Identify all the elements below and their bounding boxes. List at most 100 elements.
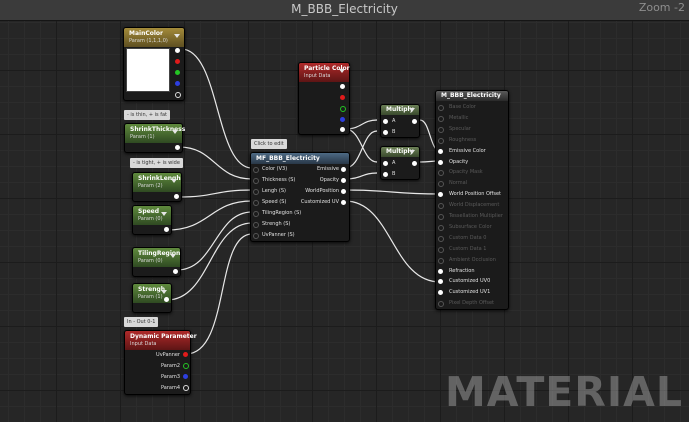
- output-pin-rgb[interactable]: [175, 48, 180, 53]
- node-multiply-2[interactable]: Multiply A B: [380, 146, 420, 180]
- node-title: Multiply: [386, 106, 414, 113]
- input-pin-1[interactable]: [438, 115, 444, 122]
- output-pin-g[interactable]: [175, 70, 180, 75]
- chevron-down-icon[interactable]: [409, 108, 415, 112]
- node-header: M_BBB_Electricity: [436, 91, 508, 101]
- input-pin-0[interactable]: [438, 105, 444, 111]
- wire-worldpos-wpo: [344, 189, 441, 195]
- chevron-down-icon[interactable]: [170, 254, 176, 258]
- node-subtitle: Param (1): [138, 294, 163, 300]
- input-pin-9[interactable]: [438, 203, 444, 210]
- node-header: Multiply: [381, 105, 419, 115]
- output-pin-b[interactable]: [340, 117, 345, 122]
- comment-mf[interactable]: Click to edit: [251, 139, 287, 149]
- output-pin-rgb[interactable]: [340, 84, 345, 89]
- output-pin-emissive[interactable]: [341, 167, 346, 172]
- input-pin-17[interactable]: [438, 290, 443, 296]
- wire-lengh-lengh: [178, 189, 253, 198]
- node-particle-color[interactable]: Particle Color Input Data: [298, 62, 350, 135]
- input-label-7: Normal: [449, 180, 468, 187]
- input-pin-15[interactable]: [438, 268, 443, 274]
- input-pin-uvpanner[interactable]: [253, 233, 259, 239]
- input-pin-3[interactable]: [438, 137, 444, 144]
- output-pin-opacity[interactable]: [341, 178, 346, 183]
- comment-shrink[interactable]: - is thin, + is fat: [124, 110, 170, 120]
- chevron-down-icon[interactable]: [409, 150, 415, 154]
- input-pin-a[interactable]: [383, 119, 388, 124]
- node-tiling-region[interactable]: TilingRegion Param (0): [132, 247, 181, 277]
- node-multiply-1[interactable]: Multiply A B: [380, 104, 420, 138]
- wire-strengh-strengh: [166, 222, 253, 301]
- chevron-down-icon[interactable]: [161, 290, 167, 294]
- input-label-5: Opacity: [449, 158, 469, 165]
- wire-customuv-uv0: [344, 200, 441, 283]
- input-pin-6[interactable]: [438, 170, 444, 177]
- input-label-speed: Speed (S): [262, 199, 287, 205]
- node-main-color[interactable]: MainColor Param (1,1,1,0): [123, 27, 185, 101]
- input-pin-4[interactable]: [438, 148, 443, 154]
- output-label-param2: Param2: [160, 363, 180, 369]
- output-pin-r[interactable]: [175, 59, 180, 64]
- comment-lengh[interactable]: - is tight, + is wide: [130, 158, 183, 168]
- input-pin-11[interactable]: [438, 224, 444, 231]
- output-pin[interactable]: [412, 161, 417, 166]
- chevron-down-icon[interactable]: [174, 34, 180, 38]
- node-strengh[interactable]: Strengh Param (1): [132, 283, 172, 313]
- input-pin-10[interactable]: [438, 214, 444, 220]
- chevron-down-icon[interactable]: [172, 130, 178, 134]
- output-pin-uvpanner[interactable]: [183, 352, 188, 357]
- input-pin-7[interactable]: [438, 181, 444, 188]
- node-shrink-lengh[interactable]: ShrinkLengh Param (2): [132, 172, 182, 202]
- input-pin-lengh[interactable]: [253, 189, 259, 195]
- input-label-15: Refraction: [449, 267, 475, 274]
- output-pin[interactable]: [175, 145, 180, 150]
- chevron-down-icon[interactable]: [339, 69, 345, 73]
- node-header: MainColor Param (1,1,1,0): [124, 28, 184, 47]
- node-header: Multiply: [381, 147, 419, 157]
- chevron-down-icon[interactable]: [171, 179, 177, 183]
- output-pin[interactable]: [173, 269, 178, 274]
- input-pin-16[interactable]: [438, 279, 443, 285]
- output-pin-param2[interactable]: [183, 363, 189, 369]
- output-pin-g[interactable]: [340, 106, 346, 112]
- node-header: Dynamic Parameter Input Data: [125, 331, 197, 350]
- output-pin-b[interactable]: [175, 81, 180, 86]
- node-shrink-thickness[interactable]: ShrinkThickness Param (1): [124, 123, 185, 153]
- input-pin-a[interactable]: [383, 161, 388, 166]
- input-pin-speed[interactable]: [253, 200, 259, 206]
- input-pin-12[interactable]: [438, 235, 444, 242]
- wire-tiling-tiling: [176, 211, 253, 271]
- node-dynamic-parameter[interactable]: Dynamic Parameter Input Data UvPanner Pa…: [124, 330, 197, 395]
- output-pin[interactable]: [164, 297, 169, 302]
- chevron-down-icon[interactable]: [161, 212, 167, 216]
- input-pin-13[interactable]: [438, 246, 444, 253]
- input-pin-2[interactable]: [438, 126, 444, 133]
- input-pin-strengh[interactable]: [253, 222, 259, 228]
- node-speed[interactable]: Speed Param (0): [132, 205, 172, 235]
- output-pin-customized-uv[interactable]: [341, 200, 346, 205]
- input-pin-b[interactable]: [383, 172, 388, 177]
- output-pin-r[interactable]: [340, 95, 345, 100]
- node-title: ShrinkLengh: [138, 175, 181, 182]
- output-pin-a[interactable]: [175, 92, 181, 98]
- input-pin-thickness[interactable]: [253, 178, 259, 184]
- input-pin-color[interactable]: [253, 167, 259, 173]
- output-label-param4: Param4: [160, 385, 180, 391]
- node-title: Strengh: [138, 286, 166, 293]
- output-pin-a[interactable]: [340, 127, 345, 132]
- input-pin-tiling[interactable]: [253, 211, 259, 217]
- node-mf-bbb-electricity[interactable]: MF_BBB_Electricity Color (V3) Thickness …: [250, 152, 350, 242]
- output-pin-param4[interactable]: [183, 385, 189, 391]
- comment-dynamic[interactable]: In - Out 0-1: [124, 317, 159, 327]
- input-pin-18[interactable]: [438, 301, 444, 308]
- input-pin-b[interactable]: [383, 130, 388, 135]
- output-pin-param3[interactable]: [183, 374, 188, 379]
- output-pin-worldposition[interactable]: [341, 189, 346, 194]
- input-pin-14[interactable]: [438, 257, 444, 264]
- output-pin[interactable]: [174, 194, 179, 199]
- input-pin-8[interactable]: [438, 192, 443, 198]
- output-pin[interactable]: [412, 119, 417, 124]
- input-pin-5[interactable]: [438, 159, 443, 165]
- output-pin[interactable]: [164, 227, 169, 232]
